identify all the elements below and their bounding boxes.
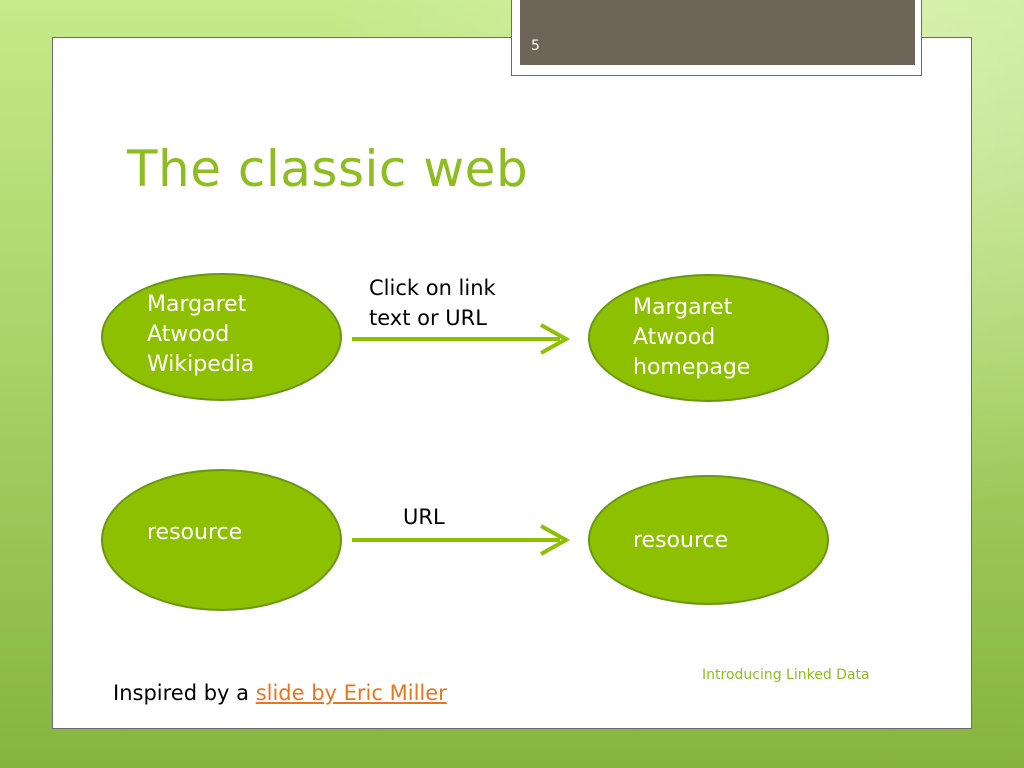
- node-label-wikipedia: Margaret Atwood Wikipedia: [147, 292, 255, 377]
- credit-link[interactable]: slide by Eric Miller: [255, 681, 447, 705]
- node-resource-target: [588, 475, 829, 605]
- slide-number-panel: [520, 0, 915, 65]
- edge-label-url: URL: [403, 505, 445, 529]
- footer-text: Introducing Linked Data: [702, 667, 870, 683]
- arrow-link: [352, 323, 571, 355]
- node-label-homepage: Margaret Atwood homepage: [633, 295, 751, 380]
- node-resource-source: [101, 469, 342, 611]
- node-margaret-atwood-homepage: [588, 274, 829, 402]
- slide-title: The classic web: [127, 140, 529, 198]
- slide-number-tab: [511, 0, 922, 76]
- node-label-resource-source: resource: [147, 520, 243, 545]
- node-label-resource-target: resource: [633, 528, 729, 553]
- arrow-url: [352, 524, 571, 556]
- slide-number: 5: [531, 38, 540, 54]
- credit-prefix: Inspired by a: [113, 681, 256, 705]
- node-margaret-atwood-wikipedia: [101, 273, 342, 401]
- edge-label-click-link: Click on link text or URL: [369, 276, 496, 330]
- credit-line: Inspired by a slide by Eric Miller: [113, 681, 447, 705]
